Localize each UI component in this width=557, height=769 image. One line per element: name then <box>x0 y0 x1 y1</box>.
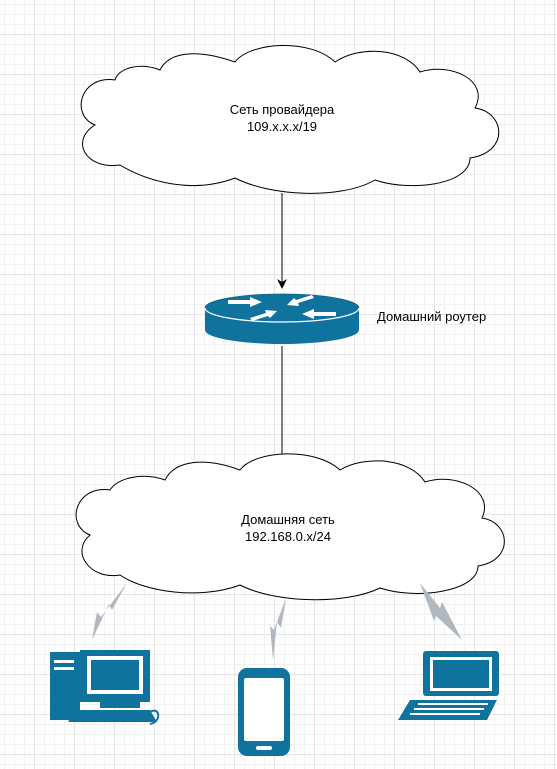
wireless-link-phone <box>270 598 286 660</box>
desktop-computer-icon[interactable] <box>50 650 160 725</box>
router-label: Домашний роутер <box>377 309 487 324</box>
provider-cloud-label: Сеть провайдера 109.x.x.x/19 <box>182 101 382 135</box>
home-cloud-title: Домашняя сеть <box>241 512 335 527</box>
home-cloud[interactable] <box>75 453 505 601</box>
router-icon[interactable] <box>204 293 360 344</box>
wireless-link-desktop <box>92 583 127 640</box>
laptop-icon[interactable] <box>398 651 499 720</box>
home-cloud-subnet: 192.168.0.x/24 <box>244 529 332 544</box>
smartphone-icon[interactable] <box>238 668 290 756</box>
wireless-link-laptop <box>420 583 462 640</box>
provider-cloud[interactable] <box>80 45 500 194</box>
provider-cloud-subnet: 109.x.x.x/19 <box>246 119 318 134</box>
provider-cloud-title: Сеть провайдера <box>229 102 335 117</box>
home-cloud-label: Домашняя сеть 192.168.0.x/24 <box>188 511 388 545</box>
